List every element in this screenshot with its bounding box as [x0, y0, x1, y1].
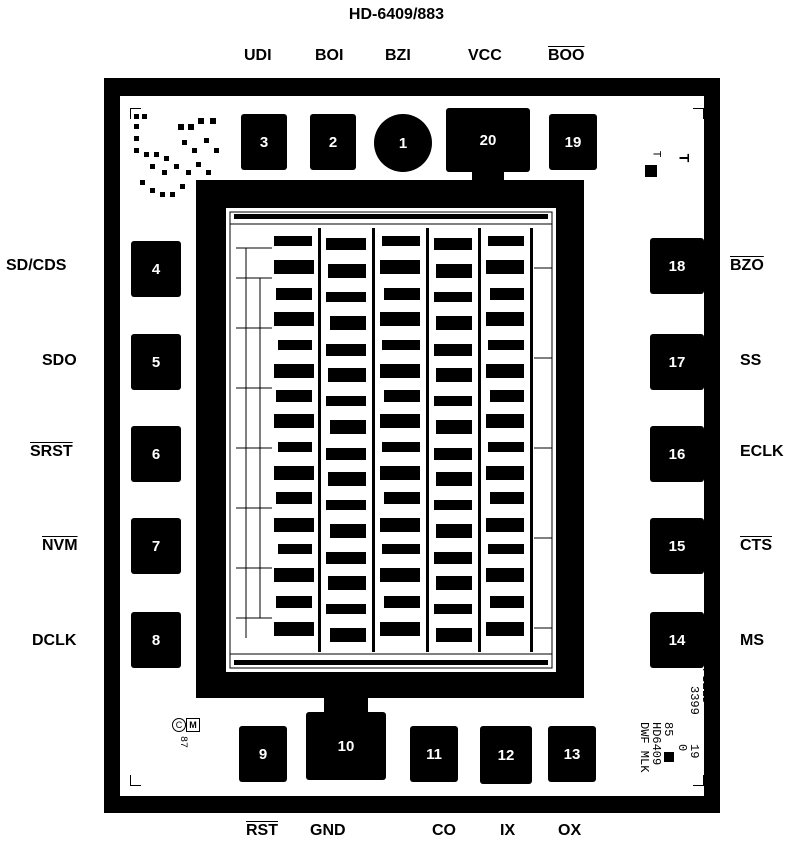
- pad-9-number: 9: [258, 745, 268, 763]
- pad-5: 5: [131, 334, 181, 390]
- pad-12: 12: [480, 726, 532, 784]
- pad-7-number: 7: [151, 537, 161, 555]
- pad-16: 16: [650, 426, 704, 482]
- corner-mark-br: [693, 775, 704, 786]
- label-srst: SRST: [30, 443, 73, 460]
- label-boi: BOI: [315, 47, 344, 64]
- label-sdo: SDO: [42, 352, 77, 369]
- pad-20-number: 20: [479, 131, 497, 149]
- part-mark-hd6409: HD6409: [649, 722, 663, 766]
- pad-12-number: 12: [497, 746, 515, 764]
- pad-8-number: 8: [151, 631, 161, 649]
- label-ix: IX: [500, 822, 516, 839]
- mark-19: 19: [687, 744, 701, 759]
- label-cts: CTS: [740, 537, 772, 554]
- pad-2: 2: [310, 114, 356, 170]
- pad-18-number: 18: [668, 257, 686, 275]
- label-ox: OX: [558, 822, 582, 839]
- mask-mark-icon: M: [186, 718, 200, 732]
- pad-20: 20: [446, 108, 530, 172]
- pad-13-number: 13: [563, 745, 581, 763]
- pad-20-stem: [472, 168, 504, 184]
- part-mark-85: 85: [661, 722, 675, 737]
- pad-3: 3: [241, 114, 287, 170]
- pad-4: 4: [131, 241, 181, 297]
- corner-mark-tl: [130, 108, 141, 119]
- copyright-year: 87: [177, 736, 188, 749]
- pad-7: 7: [131, 518, 181, 574]
- part-mark-dwf: DWF MLK: [637, 722, 651, 773]
- pad-13: 13: [548, 726, 596, 782]
- pad-9: 9: [239, 726, 287, 782]
- label-ss: SS: [740, 352, 762, 369]
- pad-10-number: 10: [337, 737, 355, 755]
- label-dclk: DCLK: [32, 632, 77, 649]
- label-sd-cds: SD/CDS: [6, 257, 67, 274]
- pad-17: 17: [650, 334, 704, 390]
- pad-4-number: 4: [151, 260, 161, 278]
- label-bzo: BZO: [730, 257, 764, 274]
- pad-10: 10: [306, 712, 386, 780]
- mark-0: 0: [675, 744, 689, 752]
- pad-14-number: 14: [668, 631, 686, 649]
- pad-11-number: 11: [426, 745, 442, 763]
- logo-dot-matrix: [134, 114, 219, 197]
- label-co: CO: [432, 822, 456, 839]
- pad-11: 11: [410, 726, 458, 782]
- label-rst: RST: [246, 822, 278, 839]
- label-boo: BOO: [548, 47, 585, 64]
- field-number: 3399: [687, 686, 701, 715]
- pad-2-number: 2: [328, 133, 338, 151]
- pad-6-number: 6: [151, 445, 161, 463]
- label-nvm: NVM: [42, 537, 78, 554]
- core-circuitry: [229, 211, 553, 669]
- pad-15: 15: [650, 518, 704, 574]
- alignment-mark-bottom: [664, 752, 674, 762]
- alignment-mark: [645, 165, 657, 177]
- pad-3-number: 3: [259, 133, 269, 151]
- label-gnd: GND: [310, 822, 346, 839]
- pad-14: 14: [650, 612, 704, 668]
- pad-1-number: 1: [398, 134, 408, 152]
- field-label: FIELD: [699, 668, 713, 705]
- pad-1: 1: [374, 114, 432, 172]
- label-bzi: BZI: [385, 47, 411, 64]
- pad-17-number: 17: [668, 353, 686, 371]
- pad-8: 8: [131, 612, 181, 668]
- label-ms: MS: [740, 632, 764, 649]
- t-mark: T: [676, 153, 693, 163]
- pad-16-number: 16: [668, 445, 686, 463]
- pad-15-number: 15: [668, 537, 686, 555]
- pad-19-number: 19: [564, 133, 582, 151]
- pad-5-number: 5: [151, 353, 161, 371]
- core-area: [226, 208, 556, 672]
- pad-6: 6: [131, 426, 181, 482]
- label-eclk: ECLK: [740, 443, 784, 460]
- chip-title: HD-6409/883: [348, 6, 445, 23]
- label-udi: UDI: [244, 47, 272, 64]
- t-mark-small: T: [649, 150, 662, 158]
- pad-19: 19: [549, 114, 597, 170]
- label-vcc: VCC: [468, 47, 502, 64]
- pad-18: 18: [650, 238, 704, 294]
- corner-mark-bl: [130, 775, 141, 786]
- copyright-icon: C: [172, 718, 186, 732]
- corner-mark-tr: [693, 108, 704, 119]
